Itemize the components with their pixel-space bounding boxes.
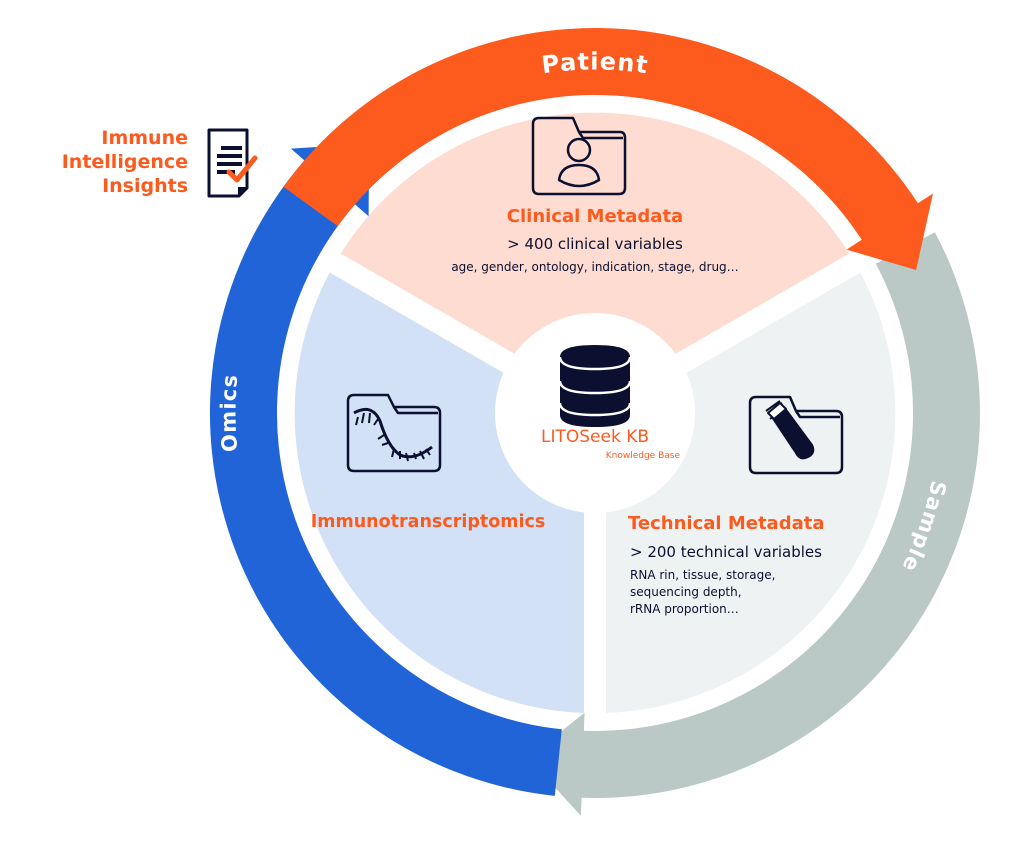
sample-arrow xyxy=(527,232,980,816)
insights-label-line: Intelligence xyxy=(61,151,188,173)
clinical-title: Clinical Metadata xyxy=(506,206,684,227)
omics-arrow xyxy=(209,143,562,796)
database-icon xyxy=(558,345,632,427)
patient-band-label: Patient xyxy=(540,47,650,79)
patient-folder-icon xyxy=(531,116,627,196)
technical-examples-line: RNA rin, tissue, storage, xyxy=(630,568,776,582)
patient-arrow xyxy=(283,27,933,271)
technical-examples-line: rRNA proportion… xyxy=(630,602,739,616)
kb-name: LITOSeek KB xyxy=(540,427,650,447)
technical-count: > 200 technical variables xyxy=(630,543,822,561)
dna-folder-icon xyxy=(346,393,442,473)
report-check-icon xyxy=(207,128,258,198)
technical-examples: RNA rin, tissue, storage, sequencing dep… xyxy=(630,567,850,618)
insights-label-line: Insights xyxy=(102,175,188,197)
omics-title: Immunotranscriptomics xyxy=(310,512,546,532)
insights-label-line: Immune xyxy=(101,127,188,149)
clinical-examples: age, gender, ontology, indication, stage… xyxy=(451,260,739,274)
kb-subtitle: Knowledge Base xyxy=(605,451,680,461)
technical-title: Technical Metadata xyxy=(628,513,825,534)
clinical-count: > 400 clinical variables xyxy=(507,235,683,253)
sectors xyxy=(294,112,896,713)
test-tube-folder-icon xyxy=(748,395,844,475)
technical-examples-line: sequencing depth, xyxy=(630,585,742,599)
omics-band-label: Omics xyxy=(216,373,242,453)
clinical-sector xyxy=(340,112,850,404)
insights-label: Immune Intelligence Insights xyxy=(60,126,188,198)
